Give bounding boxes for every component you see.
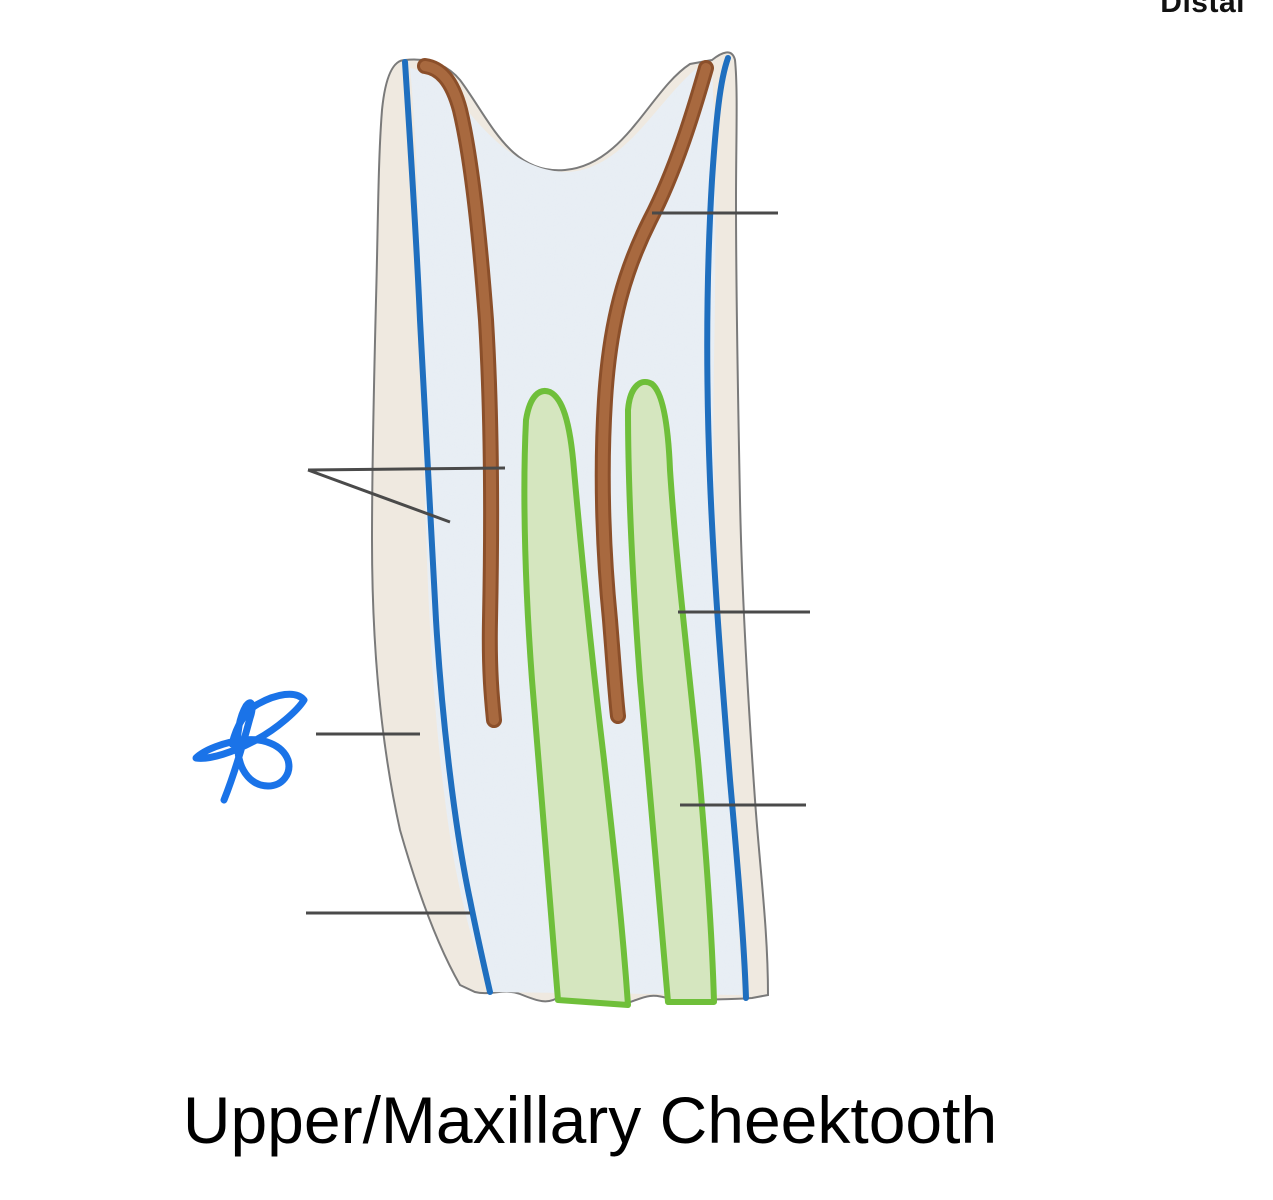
right-blue-line xyxy=(704,55,749,1001)
leader-line-left-upper-diagonal xyxy=(307,468,451,524)
left-blue-line xyxy=(402,59,493,995)
left-enamel-fold-fill xyxy=(420,61,499,725)
diagram-caption: Upper/Maxillary Cheektooth xyxy=(182,1083,998,1157)
distal-label: Distal xyxy=(1160,0,1245,19)
left-infundibulum xyxy=(521,388,631,1008)
right-enamel-fold-fill xyxy=(597,63,711,721)
star-annotation-icon xyxy=(192,690,308,804)
leader-line-left-upper xyxy=(307,466,506,472)
right-infundibulum xyxy=(625,379,717,1005)
